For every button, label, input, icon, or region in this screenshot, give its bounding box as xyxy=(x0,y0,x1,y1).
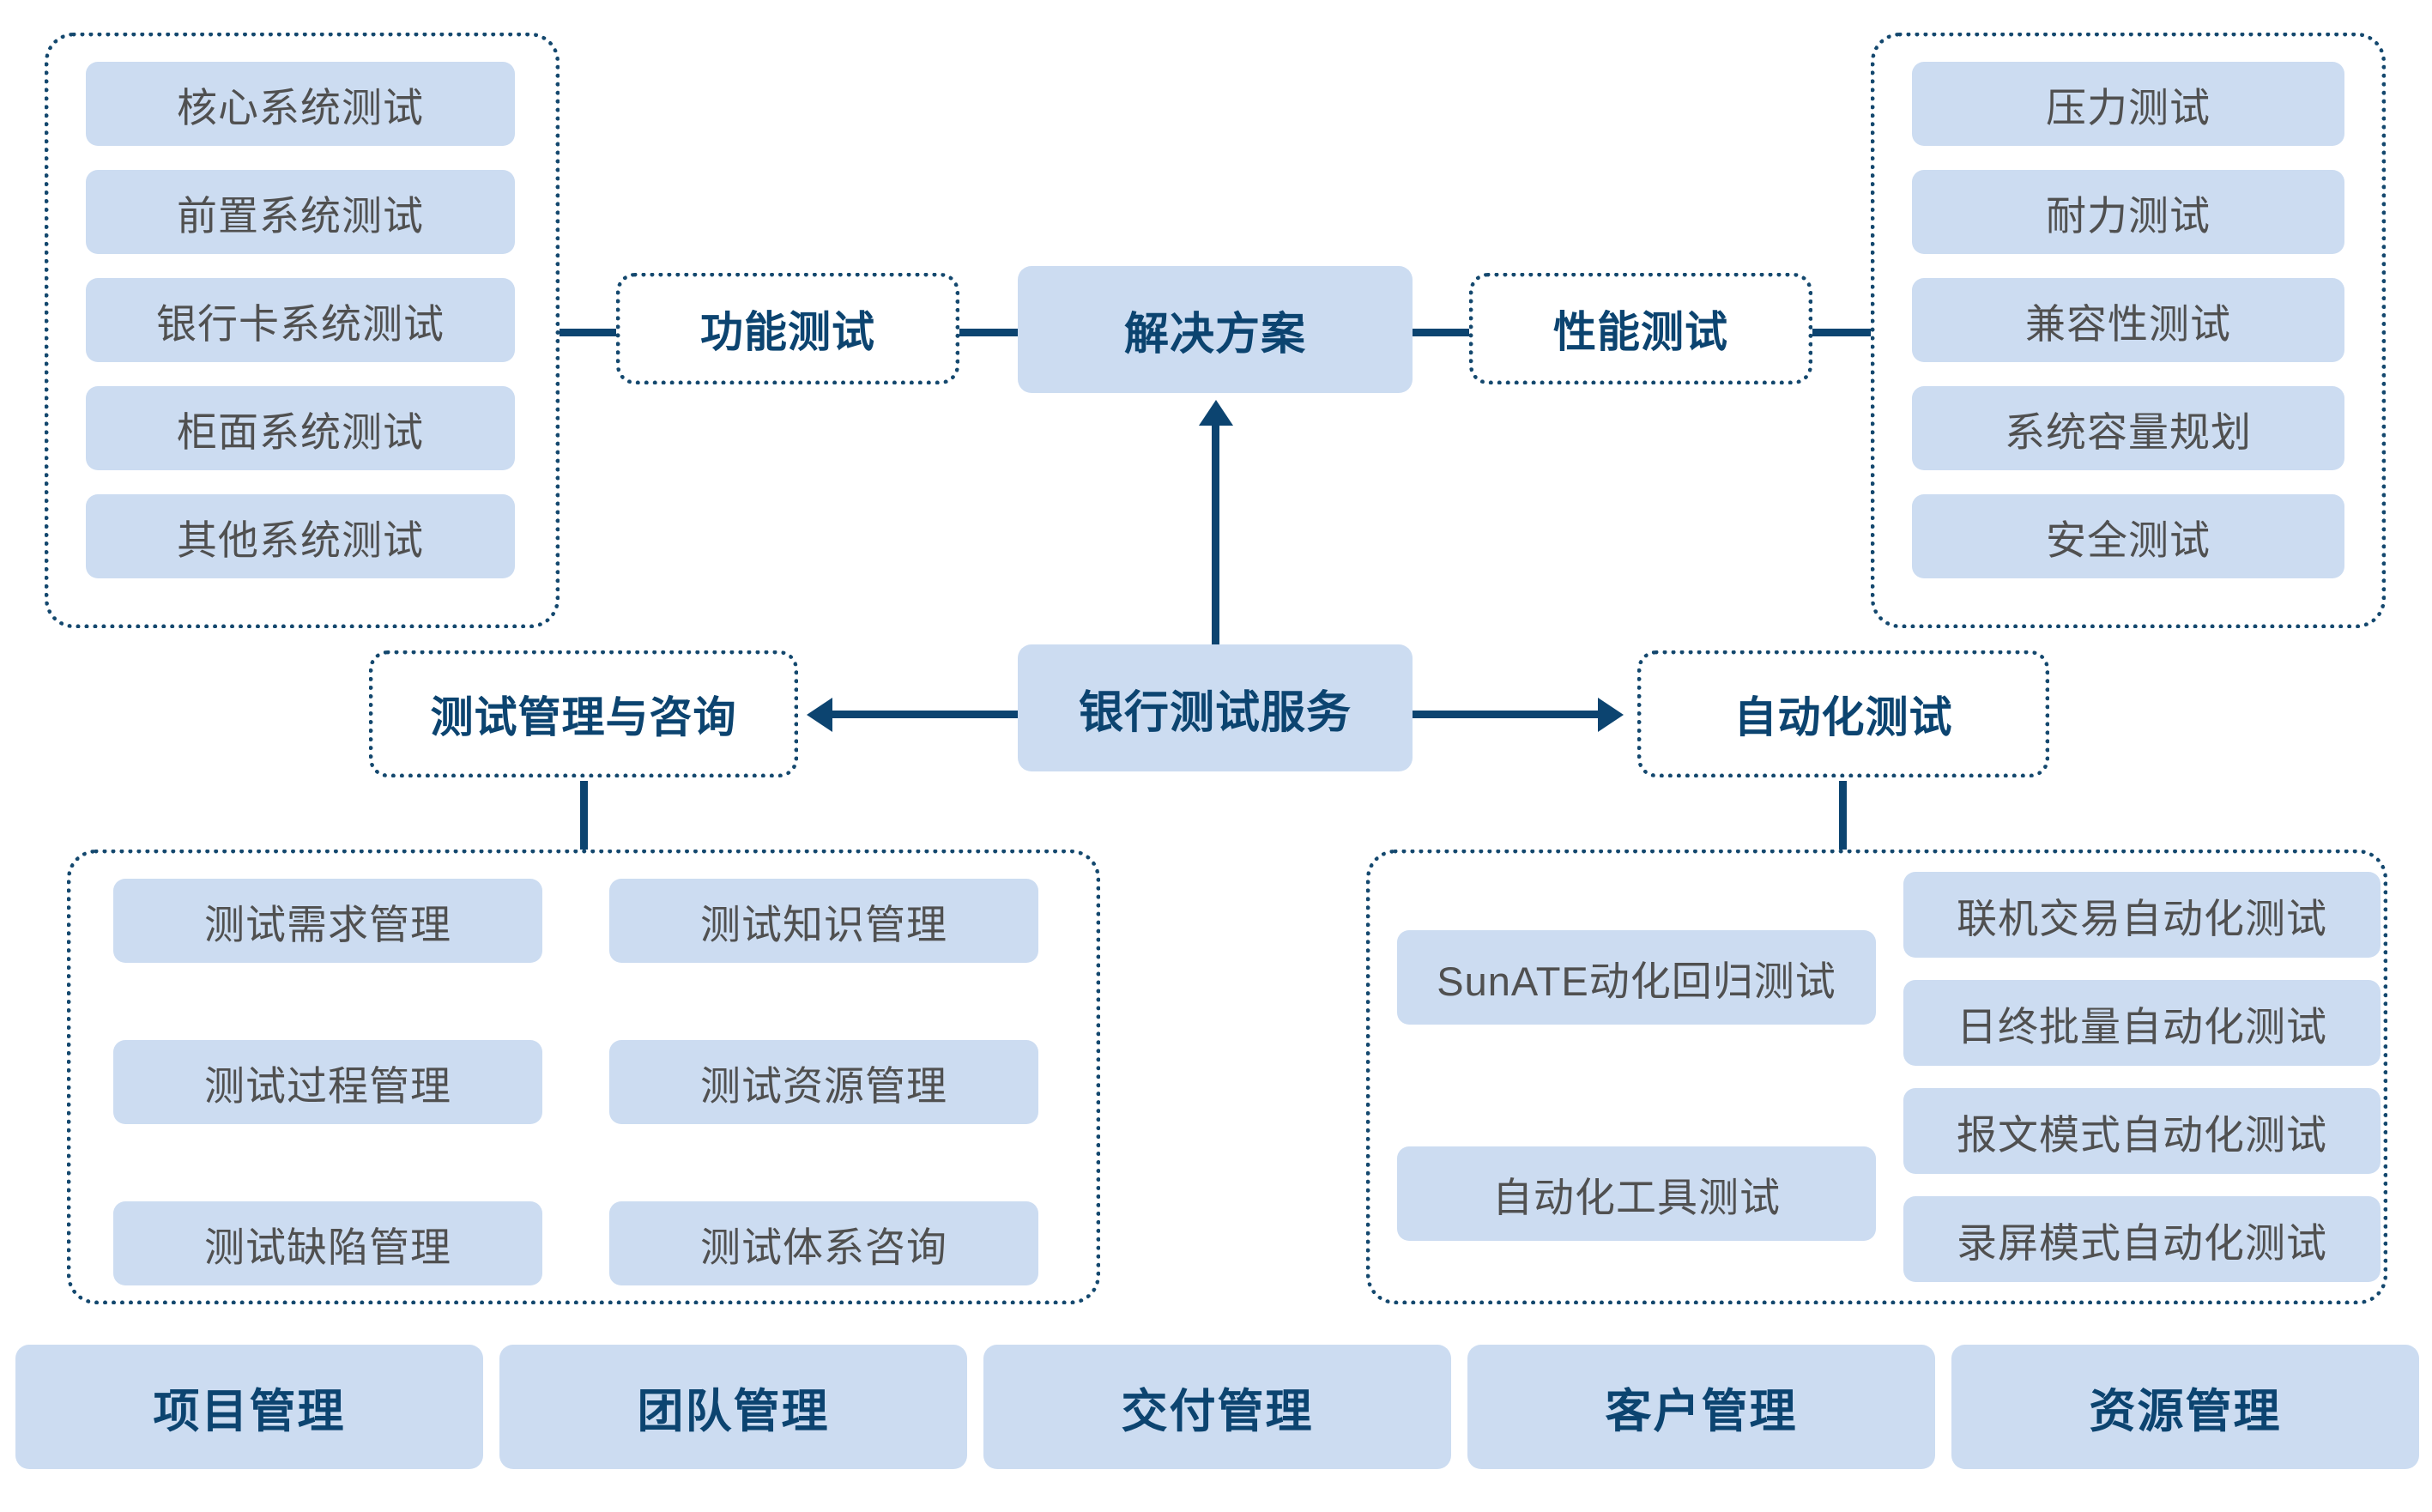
connector-hub-to-management-arrowhead xyxy=(807,698,832,732)
connector-hub-to-solution-line xyxy=(1212,425,1219,644)
management-item-right-2[interactable]: 测试体系咨询 xyxy=(609,1201,1038,1285)
automation-test-group xyxy=(1366,850,2387,1304)
management-item-left-0[interactable]: 测试需求管理 xyxy=(113,879,542,963)
node-automation-test[interactable]: 自动化测试 xyxy=(1637,650,2049,777)
footer-item-1[interactable]: 团队管理 xyxy=(499,1345,967,1469)
automation-item-right-2[interactable]: 报文模式自动化测试 xyxy=(1903,1088,2381,1174)
functional-item-1[interactable]: 前置系统测试 xyxy=(86,170,515,254)
connector-management-to-group xyxy=(580,781,588,850)
automation-item-right-0[interactable]: 联机交易自动化测试 xyxy=(1903,872,2381,958)
functional-item-0[interactable]: 核心系统测试 xyxy=(86,62,515,146)
footer-item-0[interactable]: 项目管理 xyxy=(15,1345,483,1469)
functional-item-4[interactable]: 其他系统测试 xyxy=(86,494,515,578)
node-bank-testing-service[interactable]: 银行测试服务 xyxy=(1018,644,1413,771)
footer-item-3[interactable]: 客户管理 xyxy=(1467,1345,1935,1469)
performance-item-2[interactable]: 兼容性测试 xyxy=(1912,278,2344,362)
functional-test-group xyxy=(45,33,560,628)
connector-functional-to-solution xyxy=(959,329,1018,336)
test-management-group xyxy=(67,850,1100,1304)
performance-test-group xyxy=(1871,33,2386,628)
connector-hub-to-automation-line xyxy=(1413,711,1598,718)
automation-item-left-0[interactable]: SunATE动化回归测试 xyxy=(1397,930,1876,1025)
performance-item-4[interactable]: 安全测试 xyxy=(1912,494,2344,578)
management-item-left-2[interactable]: 测试缺陷管理 xyxy=(113,1201,542,1285)
automation-item-right-3[interactable]: 录屏模式自动化测试 xyxy=(1903,1196,2381,1282)
node-performance-test[interactable]: 性能测试 xyxy=(1469,273,1812,384)
node-solution[interactable]: 解决方案 xyxy=(1018,266,1413,393)
performance-item-1[interactable]: 耐力测试 xyxy=(1912,170,2344,254)
connector-hub-to-solution-arrowhead xyxy=(1199,400,1233,426)
connector-solution-to-performance xyxy=(1413,329,1469,336)
footer-item-4[interactable]: 资源管理 xyxy=(1951,1345,2419,1469)
connector-automation-to-group xyxy=(1839,781,1847,850)
automation-item-left-1[interactable]: 自动化工具测试 xyxy=(1397,1146,1876,1241)
management-item-left-1[interactable]: 测试过程管理 xyxy=(113,1040,542,1124)
connector-hub-to-management-line xyxy=(832,711,1018,718)
functional-item-3[interactable]: 柜面系统测试 xyxy=(86,386,515,470)
functional-item-2[interactable]: 银行卡系统测试 xyxy=(86,278,515,362)
node-functional-test[interactable]: 功能测试 xyxy=(616,273,959,384)
node-test-management[interactable]: 测试管理与咨询 xyxy=(369,650,798,777)
management-item-right-0[interactable]: 测试知识管理 xyxy=(609,879,1038,963)
management-item-right-1[interactable]: 测试资源管理 xyxy=(609,1040,1038,1124)
automation-item-right-1[interactable]: 日终批量自动化测试 xyxy=(1903,980,2381,1066)
performance-item-3[interactable]: 系统容量规划 xyxy=(1912,386,2344,470)
connector-performance-to-group xyxy=(1812,329,1871,336)
connector-functional-group-to-node xyxy=(560,329,616,336)
performance-item-0[interactable]: 压力测试 xyxy=(1912,62,2344,146)
connector-hub-to-automation-arrowhead xyxy=(1598,698,1624,732)
footer-item-2[interactable]: 交付管理 xyxy=(983,1345,1451,1469)
